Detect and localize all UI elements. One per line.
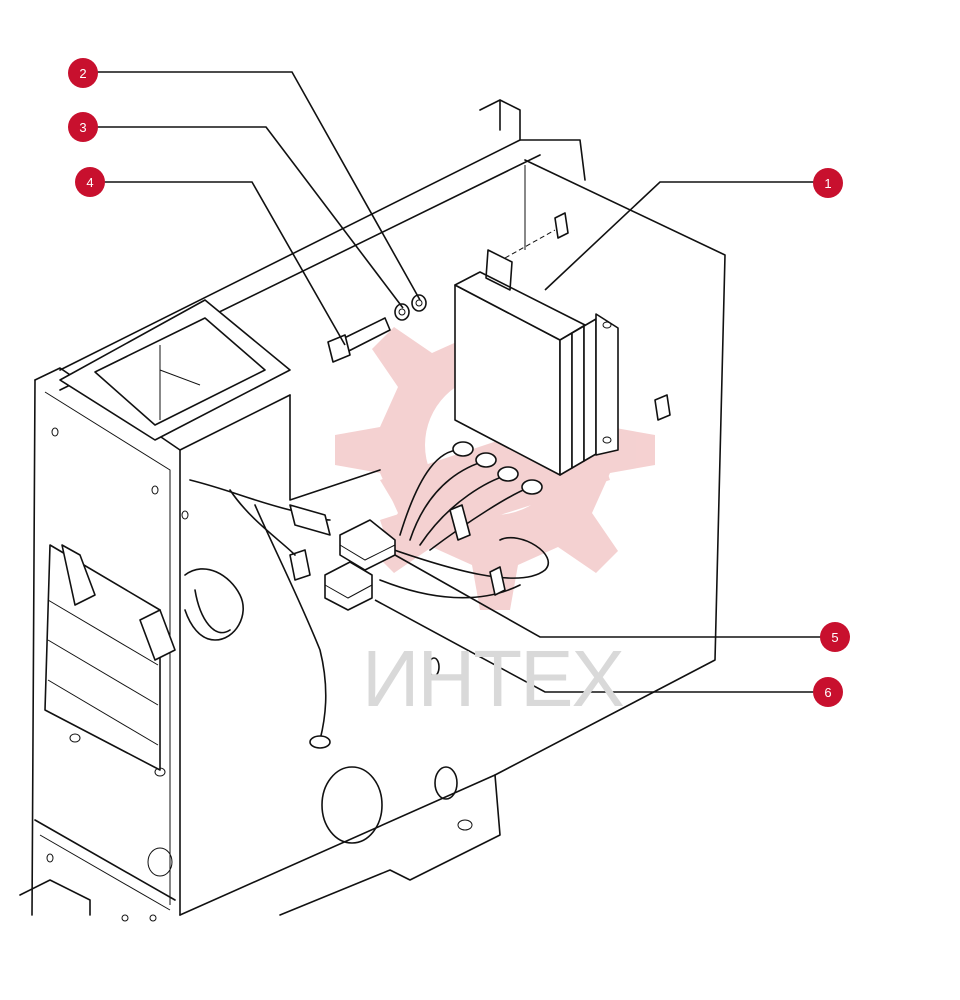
leader-2 bbox=[83, 71, 421, 301]
leader-5 bbox=[394, 554, 835, 638]
callout-2-label: 2 bbox=[79, 66, 86, 81]
watermark-text: ИНТЕХ bbox=[362, 634, 624, 723]
callout-5: 5 bbox=[820, 622, 850, 652]
callout-4-label: 4 bbox=[86, 175, 93, 190]
callout-1-label: 1 bbox=[824, 176, 831, 191]
callout-5-label: 5 bbox=[831, 630, 838, 645]
housing bbox=[19, 99, 726, 922]
callout-1: 1 bbox=[813, 168, 843, 198]
callout-6-label: 6 bbox=[824, 685, 831, 700]
callout-3: 3 bbox=[68, 112, 98, 142]
callout-3-label: 3 bbox=[79, 120, 86, 135]
leader-lines bbox=[83, 71, 835, 693]
wiring-harness bbox=[189, 441, 549, 749]
callout-6: 6 bbox=[813, 677, 843, 707]
bolt-assembly bbox=[327, 294, 427, 363]
leader-6 bbox=[374, 599, 828, 693]
transformer-block bbox=[44, 544, 244, 771]
callout-2: 2 bbox=[68, 58, 98, 88]
leader-4 bbox=[90, 181, 346, 346]
leader-3 bbox=[83, 126, 404, 309]
callout-4: 4 bbox=[75, 167, 105, 197]
rectifier-module bbox=[454, 212, 671, 476]
leader-1 bbox=[544, 181, 828, 291]
